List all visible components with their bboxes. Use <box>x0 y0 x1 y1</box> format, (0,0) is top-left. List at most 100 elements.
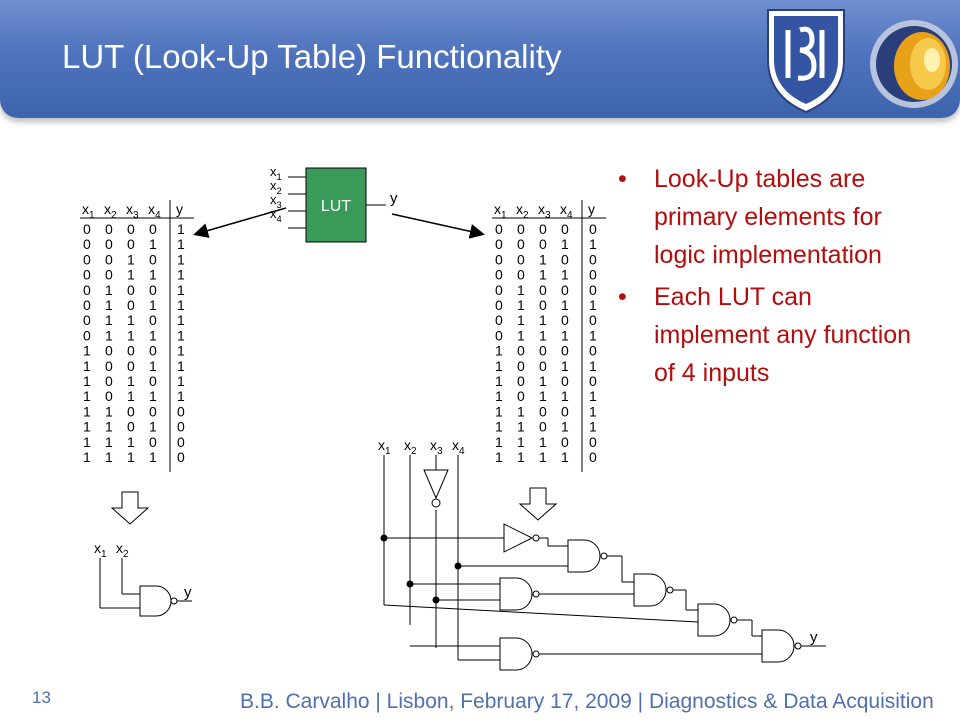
table-cell: 0 <box>149 373 157 389</box>
table-cell: 1 <box>83 434 91 450</box>
table-cell: 0 <box>127 282 135 298</box>
table-cell: 1 <box>105 312 113 328</box>
table-cell: 1 <box>127 449 135 465</box>
table-cell: 1 <box>495 343 503 359</box>
table-cell: 1 <box>177 297 185 313</box>
table-cell: 1 <box>561 297 569 313</box>
table-cell: 1 <box>177 236 185 252</box>
table-cell: 1 <box>561 388 569 404</box>
institute-logos <box>767 9 958 114</box>
table-cell: 1 <box>177 267 185 283</box>
table-cell: 0 <box>177 449 185 465</box>
table-cell: 1 <box>127 388 135 404</box>
bullet-dot-icon: • <box>618 283 627 311</box>
table-cell: 0 <box>495 282 503 298</box>
table-cell: 0 <box>589 343 597 359</box>
table-cell: 1 <box>495 388 503 404</box>
table-cell: 1 <box>177 251 185 267</box>
table-cell: 0 <box>83 221 91 237</box>
title-bar: LUT (Look-Up Table) Functionality <box>0 0 960 118</box>
table-cell: 0 <box>177 434 185 450</box>
table-cell: 1 <box>105 449 113 465</box>
footer-text: B.B. Carvalho | Lisbon, February 17, 200… <box>240 690 934 713</box>
table-cell: 0 <box>589 373 597 389</box>
table-cell: 0 <box>83 297 91 313</box>
table-cell: 0 <box>127 358 135 374</box>
table-cell: 0 <box>105 236 113 252</box>
table-cell: 1 <box>517 419 525 435</box>
table-cell: 0 <box>589 449 597 465</box>
table-cell: 1 <box>177 388 185 404</box>
logic-input-label: x1 <box>378 437 391 457</box>
table-cell: 0 <box>495 221 503 237</box>
table-header-cell: y <box>176 201 183 217</box>
table-cell: 0 <box>517 236 525 252</box>
table-cell: 0 <box>177 403 185 419</box>
table-cell: 1 <box>589 403 597 419</box>
table-cell: 1 <box>495 403 503 419</box>
bullet-dot-icon: • <box>618 165 627 193</box>
table-cell: 1 <box>105 282 113 298</box>
table-cell: 1 <box>127 251 135 267</box>
table-cell: 1 <box>495 434 503 450</box>
table-cell: 0 <box>149 221 157 237</box>
table-cell: 1 <box>127 327 135 343</box>
table-cell: 1 <box>177 312 185 328</box>
table-cell: 1 <box>589 358 597 374</box>
table-cell: 0 <box>83 251 91 267</box>
table-cell: 0 <box>83 312 91 328</box>
table-cell: 0 <box>127 343 135 359</box>
table-cell: 1 <box>177 327 185 343</box>
table-cell: 0 <box>83 236 91 252</box>
table-cell: 0 <box>83 327 91 343</box>
table-cell: 0 <box>539 403 547 419</box>
table-cell: 1 <box>517 434 525 450</box>
table-cell: 1 <box>589 327 597 343</box>
lut-output-label: y <box>390 190 398 207</box>
logic-input-label: x3 <box>430 437 443 457</box>
table-cell: 1 <box>149 327 157 343</box>
table-cell: 0 <box>495 297 503 313</box>
table-cell: 1 <box>127 267 135 283</box>
table-cell: 0 <box>517 373 525 389</box>
table-cell: 1 <box>105 327 113 343</box>
table-cell: 0 <box>589 221 597 237</box>
table-cell: 0 <box>539 419 547 435</box>
table-cell: 1 <box>539 267 547 283</box>
table-cell: 1 <box>149 236 157 252</box>
table-cell: 1 <box>539 251 547 267</box>
table-cell: 1 <box>561 236 569 252</box>
logic-circuit <box>380 455 826 671</box>
table-cell: 0 <box>495 312 503 328</box>
table-cell: 1 <box>149 419 157 435</box>
table-cell: 1 <box>149 449 157 465</box>
table-cell: 0 <box>127 403 135 419</box>
table-cell: 1 <box>177 282 185 298</box>
shield-logo-icon <box>767 9 845 114</box>
table-header-cell: y <box>588 201 595 217</box>
table-cell: 1 <box>177 343 185 359</box>
table-cell: 0 <box>127 221 135 237</box>
lut-input-label: x3 <box>270 192 282 210</box>
table-cell: 1 <box>177 358 185 374</box>
table-cell: 0 <box>517 358 525 374</box>
table-cell: 0 <box>105 358 113 374</box>
table-cell: 1 <box>539 327 547 343</box>
table-cell: 0 <box>539 358 547 374</box>
table-cell: 1 <box>127 373 135 389</box>
table-cell: 1 <box>149 267 157 283</box>
nand-input-label: x2 <box>116 540 129 560</box>
table-cell: 1 <box>495 449 503 465</box>
table-cell: 1 <box>517 297 525 313</box>
table-cell: 1 <box>127 434 135 450</box>
table-cell: 1 <box>105 297 113 313</box>
table-cell: 0 <box>517 388 525 404</box>
table-cell: 0 <box>589 267 597 283</box>
table-cell: 0 <box>105 343 113 359</box>
table-cell: 0 <box>105 221 113 237</box>
table-cell: 1 <box>83 343 91 359</box>
table-cell: 1 <box>561 419 569 435</box>
